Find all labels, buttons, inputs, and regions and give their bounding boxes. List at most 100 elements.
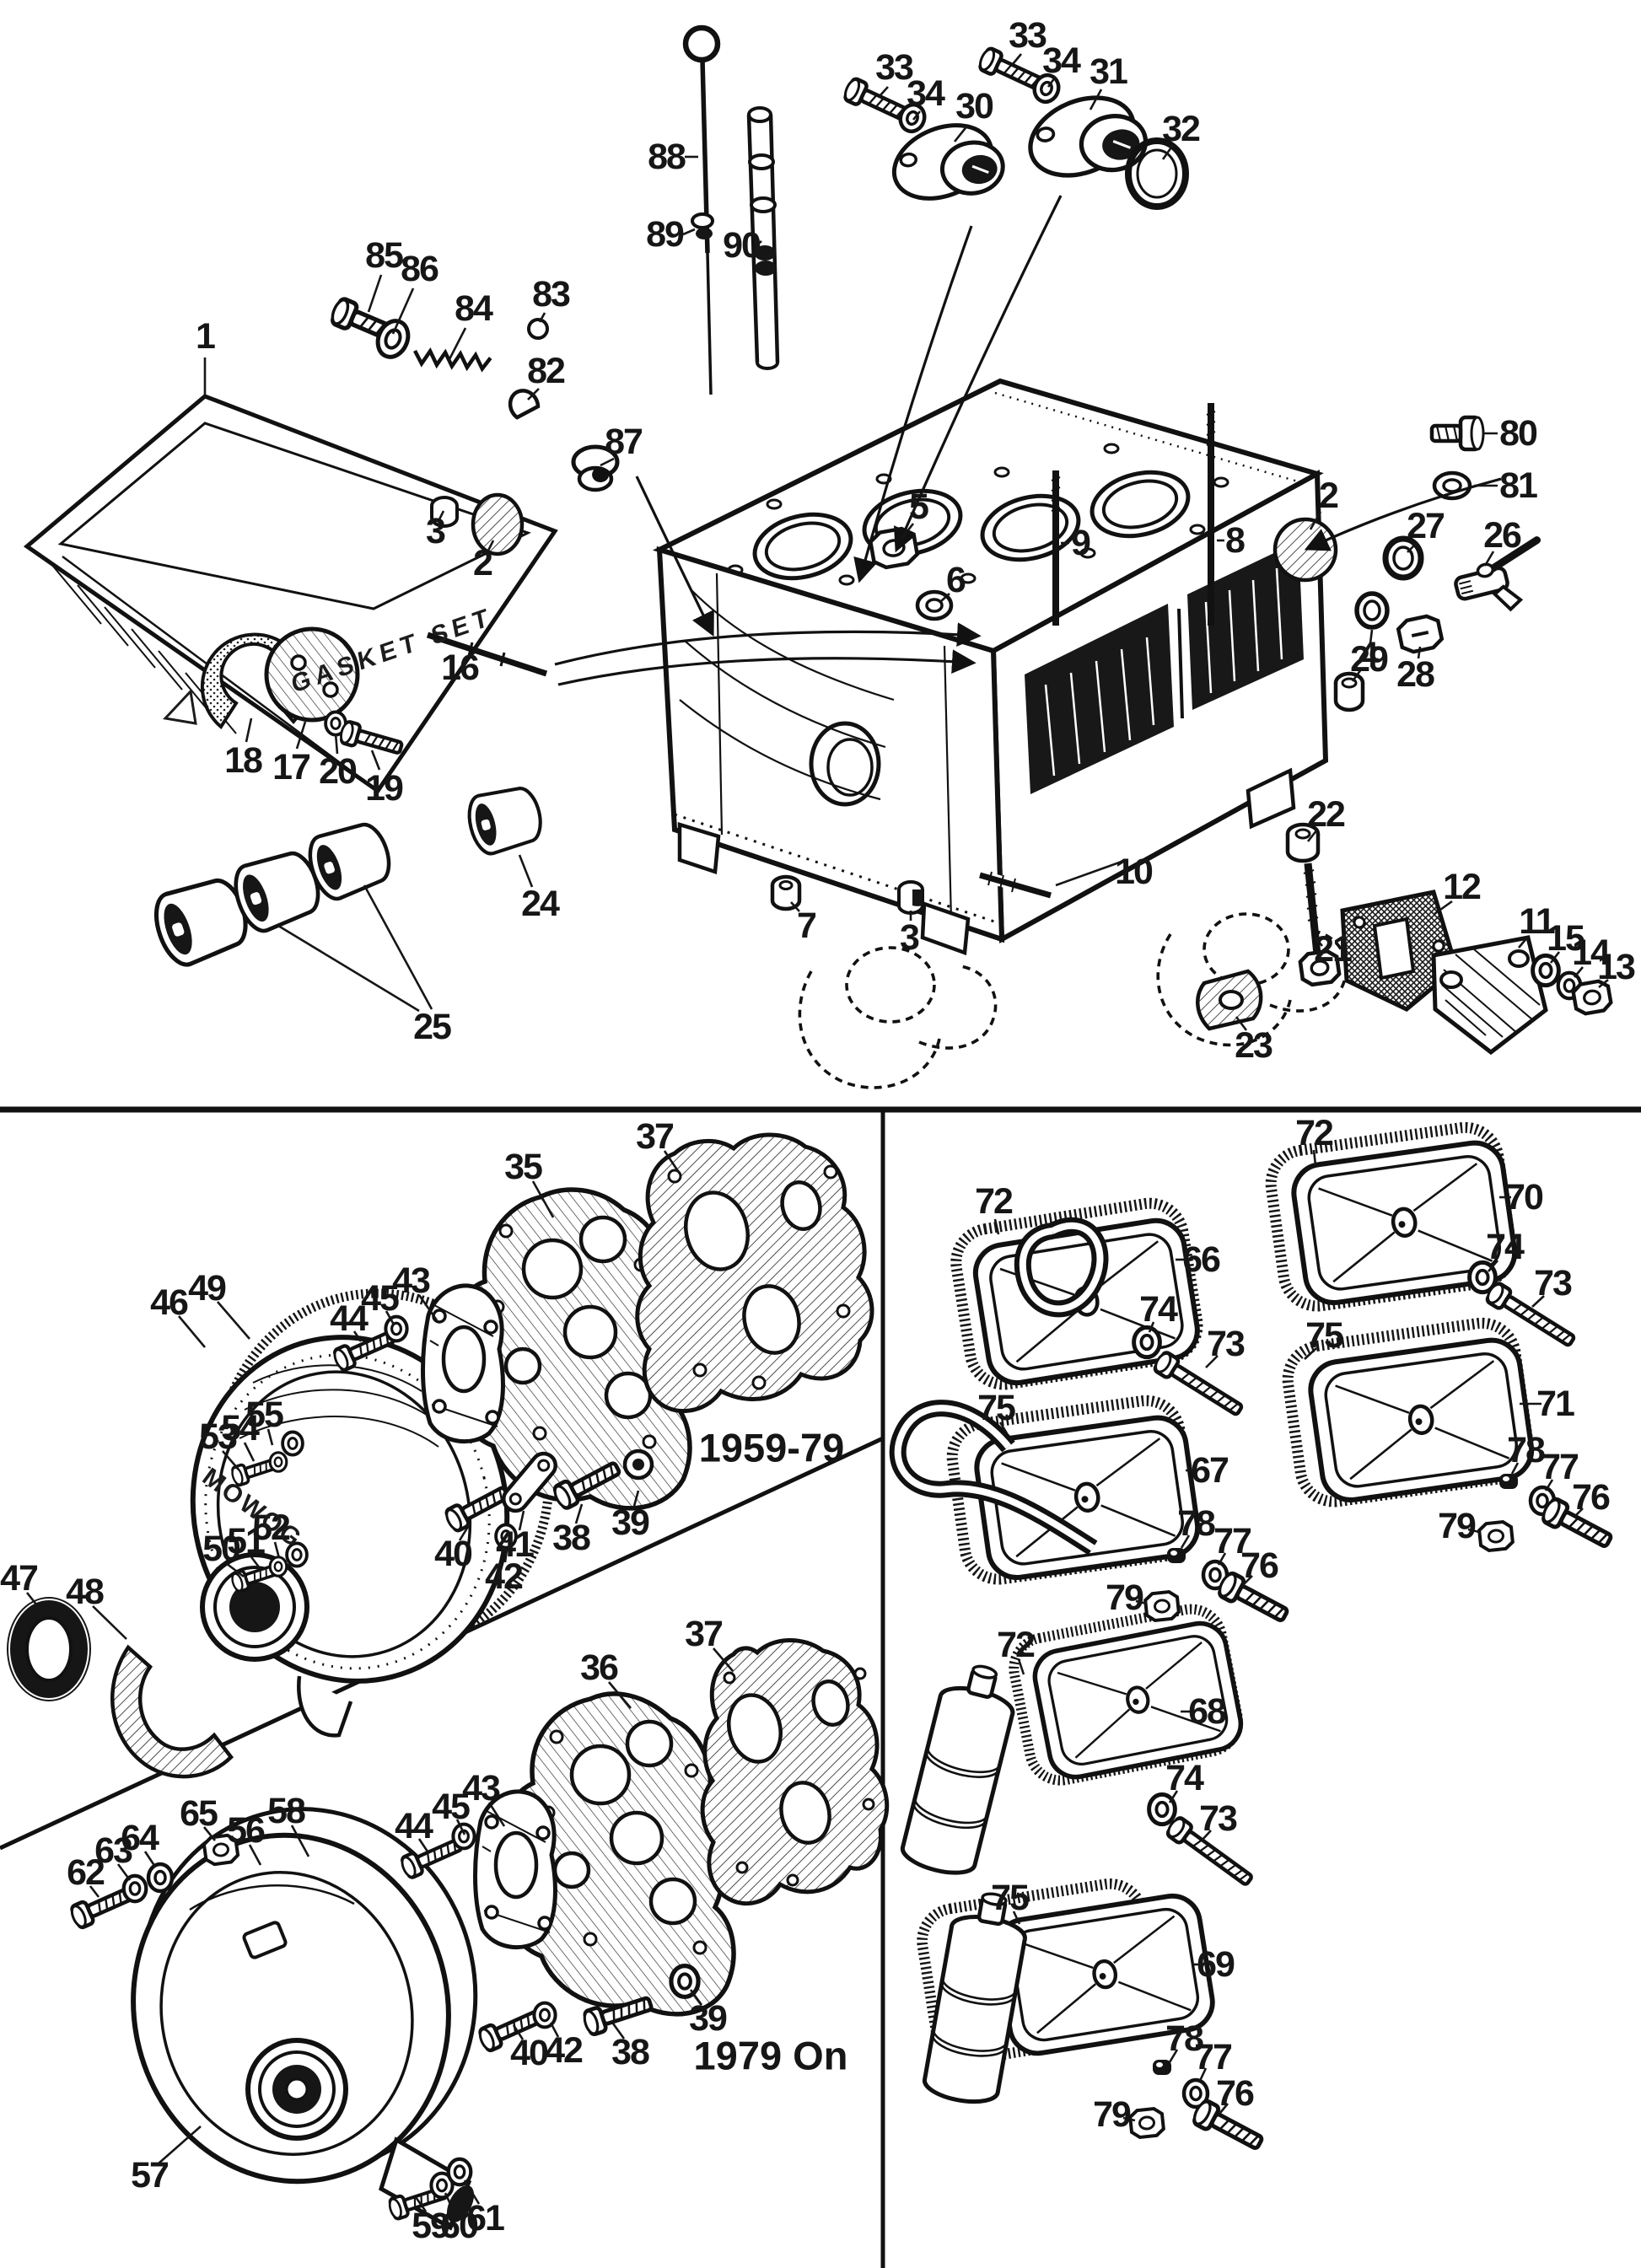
callout-72: 72 <box>1295 1113 1333 1153</box>
callout-74: 74 <box>1165 1758 1204 1798</box>
callout-73: 73 <box>1199 1798 1237 1839</box>
oil-relief-valve-parts <box>329 297 620 492</box>
leader-line <box>444 2192 455 2212</box>
callout-13: 13 <box>1597 947 1635 987</box>
callout-58: 58 <box>267 1791 305 1831</box>
callout-25: 25 <box>413 1007 451 1047</box>
callout-31: 31 <box>1090 51 1127 92</box>
mount-fixings <box>1196 822 1611 1056</box>
callout-3: 3 <box>900 917 919 958</box>
callout-62: 62 <box>67 1852 105 1893</box>
leader-line <box>689 1989 703 2006</box>
leader-line <box>248 1554 261 1569</box>
leader-line <box>790 901 800 912</box>
callout-66: 66 <box>1182 1239 1220 1280</box>
leader-line <box>363 884 433 1010</box>
leader-line <box>248 1844 262 1866</box>
callout-64: 64 <box>121 1818 159 1858</box>
callout-7: 7 <box>797 906 816 946</box>
leader-line <box>1046 77 1057 88</box>
front-plate-group-1959-79 <box>332 1132 874 1550</box>
leader-line <box>1549 951 1561 964</box>
callout-72: 72 <box>975 1181 1013 1222</box>
leader-line <box>463 2179 481 2205</box>
callout-16: 16 <box>441 648 479 688</box>
oil-seal-47-clip-48 <box>7 1597 234 1779</box>
section-label-1979-on: 1979 On <box>694 2034 848 2078</box>
plug-80-washer-81 <box>1429 415 1485 501</box>
leader-line <box>487 1802 506 1827</box>
callout-3: 3 <box>426 511 445 551</box>
callout-75: 75 <box>977 1388 1015 1428</box>
callout-33: 33 <box>1009 15 1046 56</box>
engine-block <box>652 378 1329 956</box>
leader-line <box>245 717 253 743</box>
leader-line <box>225 1561 245 1578</box>
callout-24: 24 <box>521 884 560 924</box>
callout-70: 70 <box>1505 1177 1543 1217</box>
leader-line <box>1012 53 1022 65</box>
leader-line <box>998 1422 1009 1434</box>
callout-89: 89 <box>646 214 684 255</box>
leader-line <box>487 540 495 551</box>
callout-73: 73 <box>1534 1263 1572 1303</box>
leader-line <box>143 1851 157 1868</box>
leader-line <box>243 1442 256 1462</box>
callout-78: 78 <box>1507 1430 1545 1470</box>
dipstick-tube <box>746 106 780 370</box>
leader-line <box>1518 936 1529 949</box>
leader-line <box>879 86 889 97</box>
callout-48: 48 <box>66 1572 104 1612</box>
leader-line <box>89 1885 100 1898</box>
leader-line <box>1304 1347 1317 1360</box>
leader-line <box>202 1826 217 1841</box>
callout-74: 74 <box>1139 1289 1178 1330</box>
callout-43: 43 <box>392 1260 430 1301</box>
leader-line <box>385 1310 395 1325</box>
callout-39: 39 <box>611 1502 649 1543</box>
leader-line <box>1312 1149 1317 1166</box>
leader-line <box>334 733 339 755</box>
callout-51: 51 <box>227 1521 265 1561</box>
callout-88: 88 <box>648 137 686 177</box>
side-cover-69 <box>917 1879 1217 2107</box>
leader-line <box>178 1315 206 1348</box>
front-plate-group-1979-on <box>400 1638 890 2052</box>
leader-line <box>290 1825 310 1857</box>
callout-56: 56 <box>227 1810 265 1851</box>
leader-line <box>518 1510 525 1531</box>
callout-8: 8 <box>1225 520 1245 561</box>
callout-45: 45 <box>432 1787 470 1827</box>
callout-15: 15 <box>1547 918 1585 959</box>
callout-34: 34 <box>1042 40 1081 81</box>
callout-32: 32 <box>1162 109 1200 149</box>
callout-28: 28 <box>1396 654 1434 695</box>
callout-37: 37 <box>685 1614 723 1654</box>
leader-line <box>1309 511 1322 530</box>
leader-line <box>1135 1599 1148 1605</box>
leader-line <box>295 721 307 750</box>
leader-line <box>527 388 540 400</box>
leader-line <box>273 1541 281 1559</box>
callout-67: 67 <box>1191 1450 1229 1491</box>
leader-line <box>940 593 950 602</box>
cam-bearings <box>148 782 546 970</box>
callout-46: 46 <box>150 1282 188 1323</box>
leader-line <box>277 924 420 1013</box>
callout-9: 9 <box>1071 523 1090 563</box>
leader-line <box>713 1647 734 1672</box>
leader-line <box>663 1150 681 1174</box>
leader-line <box>993 1218 1000 1235</box>
leader-line <box>912 110 922 121</box>
leader-line <box>158 2126 202 2164</box>
callout-55: 55 <box>245 1395 283 1435</box>
leader-line <box>1205 1355 1219 1368</box>
leader-line <box>352 1330 363 1342</box>
leader-line <box>1369 629 1374 644</box>
callout-77: 77 <box>1213 1521 1251 1561</box>
leader-line <box>531 1180 555 1218</box>
leader-line <box>1407 541 1418 553</box>
front-plate-parts <box>200 492 548 759</box>
